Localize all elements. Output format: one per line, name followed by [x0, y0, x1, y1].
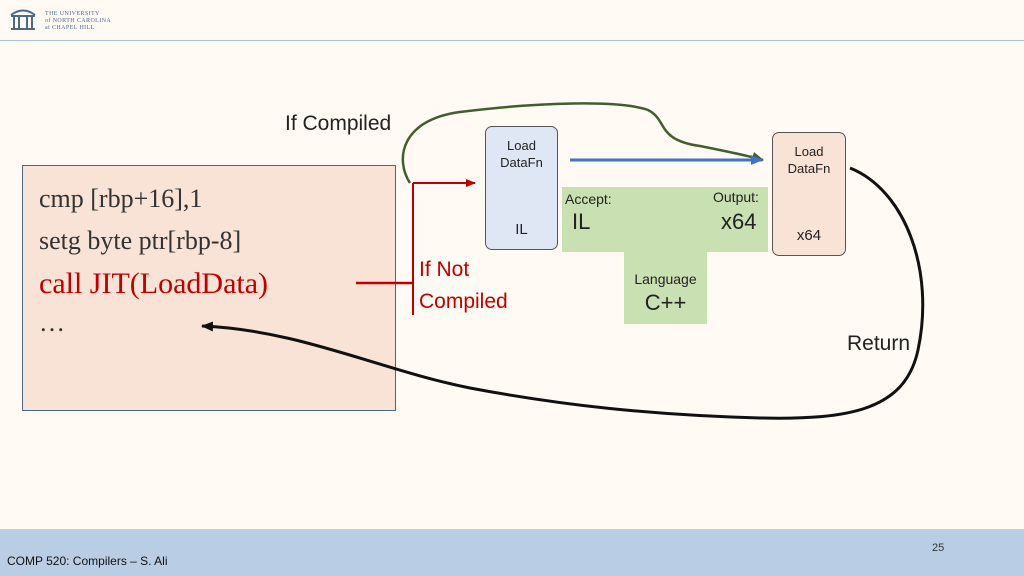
code-line-call-jit: call JIT(LoadData) — [39, 267, 269, 300]
code-line-cmp: cmp [rbp+16],1 — [39, 184, 203, 213]
accept-label: Accept: — [565, 191, 612, 207]
il-box-format: IL — [515, 221, 528, 238]
course-title: COMP 520: Compilers – S. Ali — [7, 554, 168, 568]
if-not-compiled-label-line1: If Not — [419, 258, 470, 281]
university-logo: THE UNIVERSITY of NORTH CAROLINA at CHAP… — [8, 4, 118, 36]
loaddatafn-il-box: Load DataFn IL — [485, 126, 558, 250]
slide-header: THE UNIVERSITY of NORTH CAROLINA at CHAP… — [0, 0, 1024, 41]
logo-text: THE UNIVERSITY of NORTH CAROLINA at CHAP… — [45, 11, 112, 31]
if-compiled-arrow — [401, 102, 764, 184]
loaddatafn-x64-box: Load DataFn x64 — [772, 132, 846, 256]
return-label: Return — [847, 332, 911, 355]
x64-box-title-line1: Load — [794, 144, 824, 159]
x64-box-format: x64 — [796, 227, 822, 244]
x64-box-title-line2: DataFn — [787, 161, 831, 176]
slide-footer: COMP 520: Compilers – S. Ali 25 — [0, 529, 1024, 576]
il-box-title-line1: Load — [507, 138, 536, 153]
code-line-setg: setg byte ptr[rbp-8] — [39, 226, 242, 255]
compiler-tee-top — [562, 187, 768, 252]
page-number: 25 — [932, 542, 945, 554]
if-not-compiled-label-line2: Compiled — [419, 290, 508, 313]
language-label: Language — [634, 271, 697, 287]
compiler-tee-stem — [624, 252, 707, 324]
code-box: cmp [rbp+16],1 setg byte ptr[rbp-8] call… — [22, 165, 396, 411]
if-compiled-label: If Compiled — [285, 112, 392, 135]
code-line-ellipsis: … — [39, 308, 65, 337]
output-label: Output: — [713, 189, 759, 205]
il-box-title-line2: DataFn — [500, 155, 543, 170]
return-arrow — [201, 166, 925, 420]
language-value: C++ — [644, 290, 687, 315]
output-value: x64 — [721, 209, 757, 234]
accept-value: IL — [572, 209, 591, 234]
old-well-icon — [10, 9, 36, 30]
